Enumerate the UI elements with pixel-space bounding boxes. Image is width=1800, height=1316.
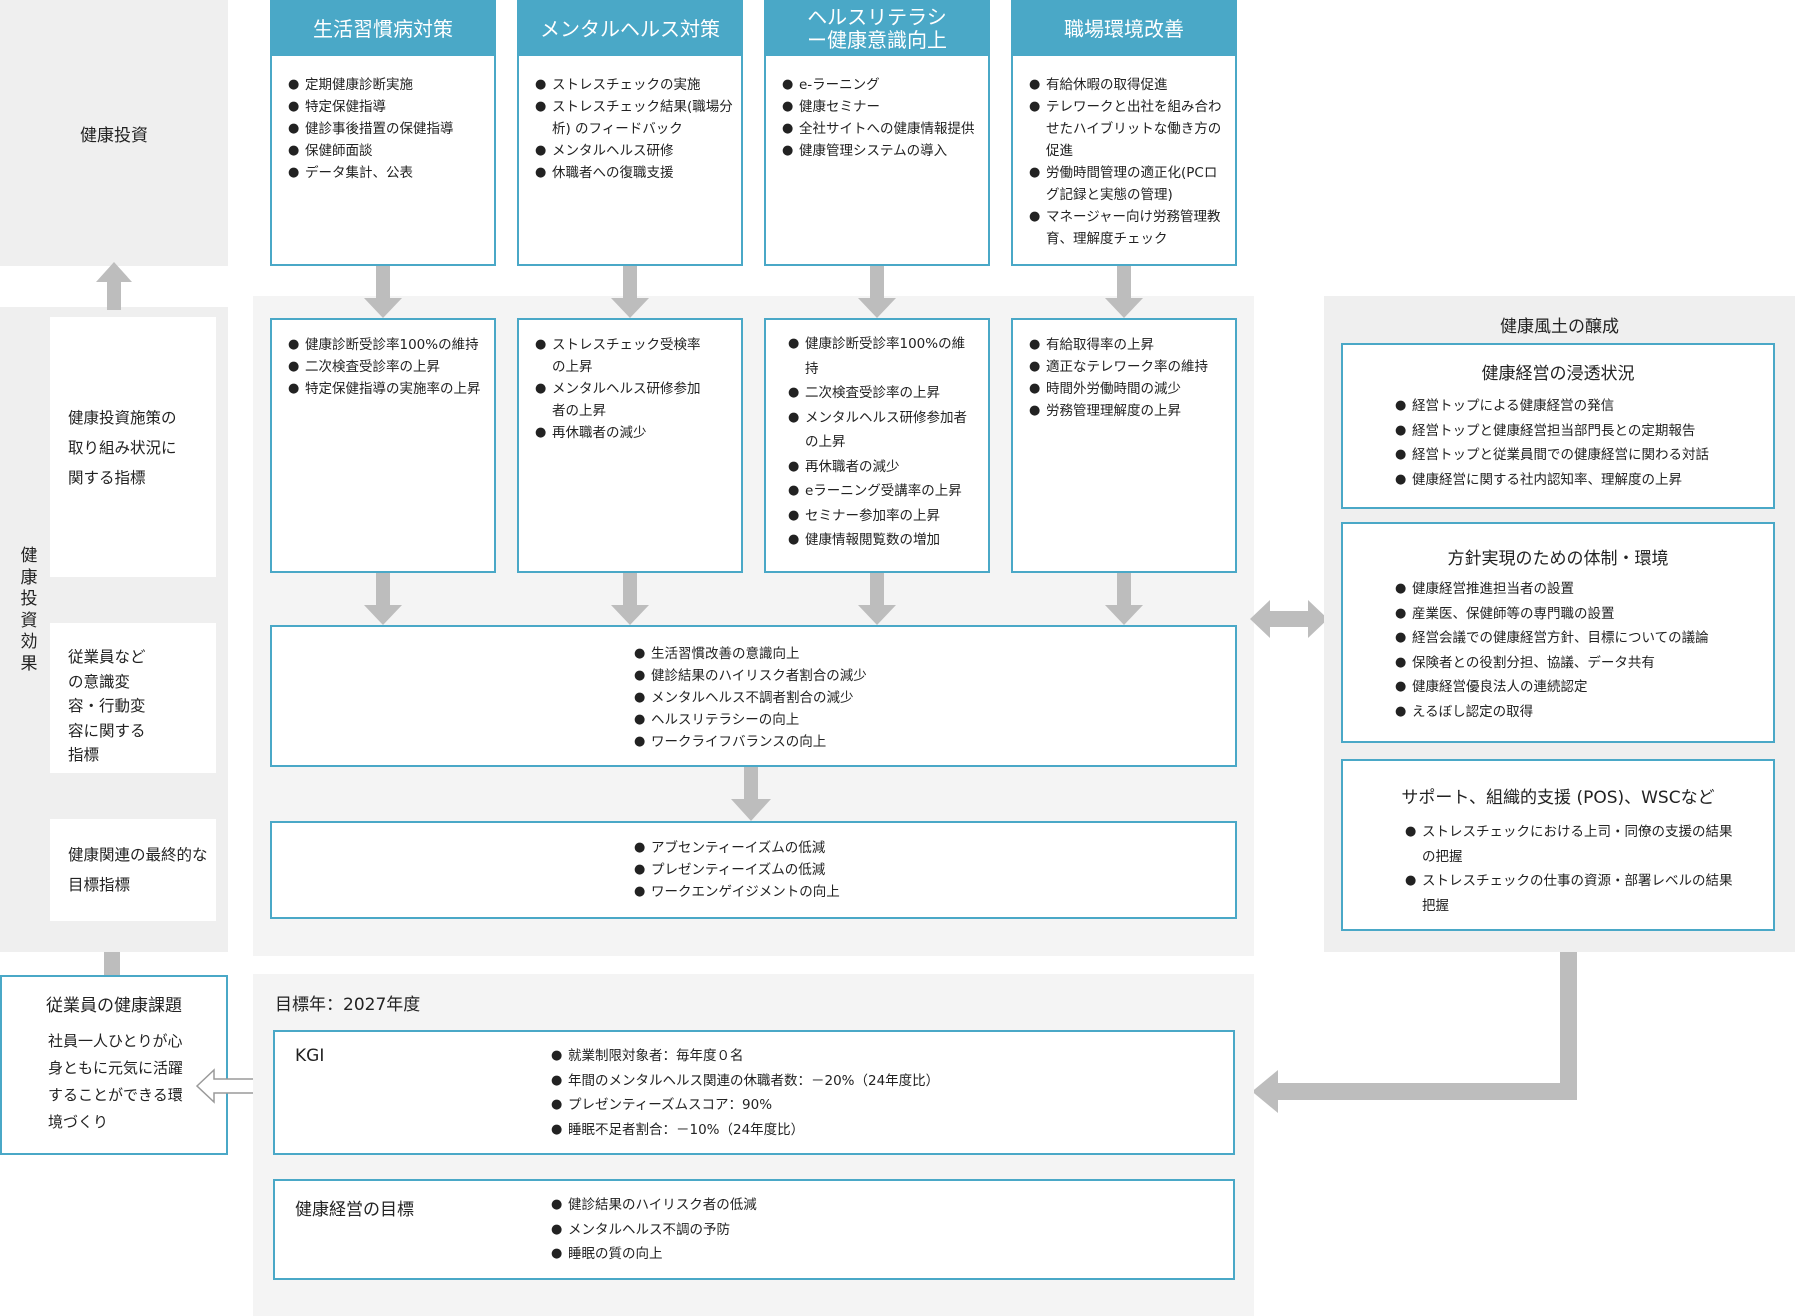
measure-box-3: 健康診断受診率100%の維持 二次検査受診率の上昇 メンタルヘルス研修参加者の上… [764,318,990,573]
investment-list-4: 有給休暇の取得促進 テレワークと出社を組み合わせたハイブリットな働き方の促進 労… [1029,74,1225,250]
culture-connector-vertical [1560,952,1577,1100]
effect-vertical-label: 健康投資効果 [20,546,38,674]
arrow-down-icon [1105,573,1143,625]
investment-header-3: ヘルスリテラシー健康意識向上 [766,2,988,56]
arrow-down-icon [858,266,896,318]
goal-box: 健康経営の目標 健診結果のハイリスク者の低減 メンタルヘルス不調の予防 睡眠の質… [273,1179,1235,1280]
arrow-down-icon [858,573,896,625]
investment-column-2: メンタルヘルス対策 ストレスチェックの実施 ストレスチェック結果(職場分析) の… [517,0,743,266]
kgi-label: KGI [295,1046,325,1066]
investment-column-3: ヘルスリテラシー健康意識向上 e-ラーニング 健康セミナー 全社サイトへの健康情… [764,0,990,266]
culture-section-1: 健康経営の浸透状況 経営トップによる健康経営の発信 経営トップと健康経営担当部門… [1341,343,1775,509]
health-issue-title: 従業員の健康課題 [46,996,182,1016]
goal-label: 健康経営の目標 [295,1200,414,1220]
investment-header-4: 職場環境改善 [1013,2,1235,56]
measure-box-2: ストレスチェック受検率の上昇 メンタルヘルス研修参加者の上昇 再休職者の減少 [517,318,743,573]
measure-box-1: 健康診断受診率100%の維持 二次検査受診率の上昇 特定保健指導の実施率の上昇 [270,318,496,573]
investment-header-2: メンタルヘルス対策 [519,2,741,56]
culture-section-2: 方針実現のための体制・環境 健康経営推進担当者の設置 産業医、保健師等の専門職の… [1341,522,1775,743]
measures-label-box: 健康投資施策の取り組み状況に関する指標 [50,317,216,577]
investment-label-panel: 健康投資 [0,0,228,266]
investment-list-1: 定期健康診断実施 特定保健指導 健診事後措置の保健指導 保健師面談 データ集計、… [288,74,488,184]
investment-list-2: ストレスチェックの実施 ストレスチェック結果(職場分析) のフィードバック メン… [535,74,733,184]
arrow-left-icon [1252,1070,1278,1113]
issue-connector [104,952,120,976]
arrow-up-icon [96,262,132,310]
arrow-down-icon [364,573,402,625]
kgi-box: KGI 就業制限対象者：毎年度０名 年間のメンタルヘルス関連の休職者数：－20%… [273,1030,1235,1155]
culture-title: 健康風土の醸成 [1500,317,1619,337]
arrow-down-icon [1105,266,1143,318]
arrow-down-icon [611,573,649,625]
culture-connector-horizontal [1274,1083,1577,1100]
double-arrow-icon [1250,600,1328,638]
culture-section-3: サポート、組織的支援 (POS)、WSCなど ストレスチェックにおける上司・同僚… [1341,759,1775,931]
investment-list-3: e-ラーニング 健康セミナー 全社サイトへの健康情報提供 健康管理システムの導入 [782,74,982,162]
arrow-down-icon [731,767,771,821]
final-label-box: 健康関連の最終的な目標指標 [50,819,216,921]
target-year-label: 目標年：2027年度 [275,995,421,1015]
investment-column-4: 職場環境改善 有給休暇の取得促進 テレワークと出社を組み合わせたハイブリットな働… [1011,0,1237,266]
behavior-label: 従業員などの意識変容・行動変容に関する指標 [68,648,146,764]
final-box: アブセンティーイズムの低減 プレゼンティーイズムの低減 ワークエンゲイジメントの… [270,821,1237,919]
final-label: 健康関連の最終的な目標指標 [68,846,208,894]
investment-label: 健康投資 [80,125,148,146]
investment-column-1: 生活習慣病対策 定期健康診断実施 特定保健指導 健診事後措置の保健指導 保健師面… [270,0,496,266]
health-issue-box: 従業員の健康課題 社員一人ひとりが心身ともに元気に活躍することができる環境づくり [0,975,228,1155]
measure-box-4: 有給取得率の上昇 適正なテレワーク率の維持 時間外労働時間の減少 労務管理理解度… [1011,318,1237,573]
behavior-box: 生活習慣改善の意識向上 健診結果のハイリスク者割合の減少 メンタルヘルス不調者割… [270,625,1237,767]
arrow-down-icon [364,266,402,318]
behavior-label-box: 従業員などの意識変容・行動変容に関する指標 [50,623,216,773]
investment-header-1: 生活習慣病対策 [272,2,494,56]
measures-label: 健康投資施策の取り組み状況に関する指標 [68,409,177,487]
arrow-down-icon [611,266,649,318]
health-issue-text: 社員一人ひとりが心身ともに元気に活躍することができる環境づくり [48,1032,184,1131]
